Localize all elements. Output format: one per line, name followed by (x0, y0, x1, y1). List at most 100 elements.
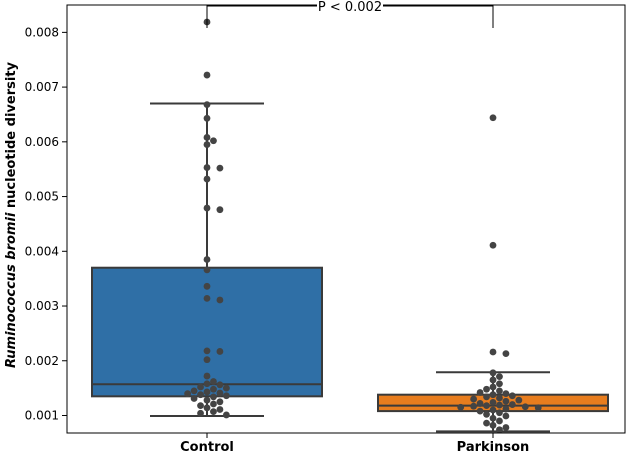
data-point (216, 381, 224, 389)
data-point (502, 405, 510, 413)
data-point (203, 204, 211, 212)
data-point (534, 404, 542, 412)
data-point (502, 424, 510, 431)
p-value-annotation: P < 0.002 (318, 0, 382, 15)
data-point (203, 114, 211, 122)
data-point (203, 372, 211, 380)
data-point (203, 256, 211, 263)
data-point (502, 350, 510, 358)
data-point (203, 282, 211, 290)
y-axis-label: Ruminococcus bromii nucleotide diversity (4, 61, 19, 368)
data-point (216, 348, 224, 355)
data-point (496, 409, 503, 417)
data-point (222, 411, 230, 419)
data-point (216, 398, 224, 406)
data-point (197, 391, 204, 399)
y-tick-label: 0.003 (25, 299, 59, 313)
data-point (197, 409, 204, 417)
data-point (216, 406, 224, 413)
data-point (502, 412, 510, 420)
data-point (184, 390, 192, 397)
boxes-layer (91, 102, 609, 433)
data-point (216, 296, 224, 304)
data-point (489, 369, 497, 377)
data-point (483, 393, 490, 401)
data-point (470, 395, 478, 403)
data-point (203, 404, 211, 412)
x-tick-label: Control (180, 440, 234, 453)
data-point (521, 403, 529, 411)
data-point (203, 101, 211, 109)
points-layer (184, 18, 542, 434)
y-tick-label: 0.007 (25, 80, 59, 94)
annotation-background (317, 0, 383, 14)
data-point (210, 400, 217, 408)
data-point (489, 421, 497, 429)
data-point (216, 164, 224, 172)
data-point (489, 348, 497, 356)
data-point (483, 402, 490, 410)
data-point (496, 387, 503, 395)
data-point (489, 406, 497, 414)
data-point (203, 71, 211, 79)
x-tick-label: Parkinson (457, 440, 530, 453)
data-point (203, 294, 211, 302)
data-point (476, 389, 484, 396)
data-point (476, 400, 484, 407)
data-point (216, 389, 224, 397)
data-point (203, 175, 211, 183)
data-point (489, 241, 497, 249)
y-axis-label-rest: nucleotide diversity (4, 61, 19, 212)
data-point (489, 114, 497, 122)
data-point (489, 414, 497, 422)
data-point (496, 417, 503, 425)
data-point (470, 402, 478, 410)
data-point (502, 390, 510, 397)
data-point (489, 376, 497, 384)
data-point (508, 401, 516, 408)
data-point (457, 403, 465, 411)
data-point (197, 383, 204, 391)
y-tick-label: 0.004 (25, 244, 59, 258)
data-point (210, 137, 217, 145)
data-point (222, 392, 230, 400)
data-point (197, 402, 204, 410)
data-point (483, 410, 490, 418)
data-point (502, 397, 510, 405)
data-point (489, 383, 497, 391)
data-point (476, 407, 484, 415)
data-point (190, 387, 198, 395)
data-point (203, 164, 211, 171)
data-point (496, 401, 503, 409)
y-axis-label-italic: Ruminococcus bromii (4, 212, 19, 368)
data-point (210, 408, 217, 416)
y-tick-label: 0.001 (25, 408, 59, 422)
y-tick-label: 0.002 (25, 354, 59, 368)
data-point (483, 419, 490, 427)
data-point (203, 388, 211, 396)
data-point (210, 393, 217, 401)
y-tick-label: 0.005 (25, 190, 59, 204)
data-point (210, 378, 217, 385)
annotation-layer: P < 0.002 (206, 0, 494, 28)
data-point (210, 385, 217, 393)
data-point (203, 347, 211, 355)
data-point (515, 396, 523, 404)
data-point (222, 384, 230, 392)
data-point (496, 380, 503, 388)
data-point (496, 373, 503, 381)
data-point (203, 380, 211, 388)
data-point (489, 398, 497, 406)
data-point (203, 356, 211, 364)
y-tick-label: 0.006 (25, 135, 59, 149)
data-point (496, 394, 503, 402)
y-tick-label: 0.008 (25, 25, 59, 39)
data-point (483, 385, 490, 393)
data-point (190, 395, 198, 402)
data-point (203, 266, 211, 274)
data-point (203, 396, 211, 404)
data-point (489, 391, 497, 399)
data-point (203, 141, 211, 148)
data-point (203, 134, 211, 141)
